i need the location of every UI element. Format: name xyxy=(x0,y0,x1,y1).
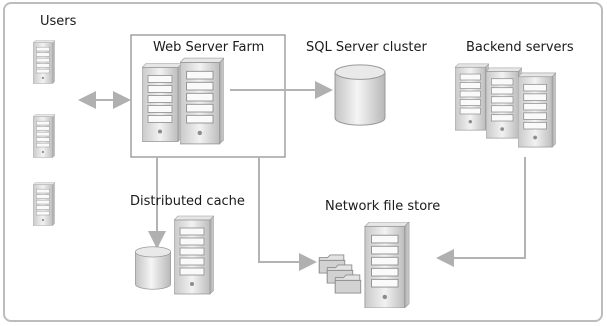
web-server-icon-1 xyxy=(142,62,182,143)
label-sql-server-cluster: SQL Server cluster xyxy=(306,40,427,55)
cache-database-icon xyxy=(134,246,172,290)
user-server-icon-1 xyxy=(33,40,55,84)
sql-database-icon xyxy=(334,64,386,126)
file-store-server-icon xyxy=(364,222,410,308)
label-network-file-store: Network file store xyxy=(325,199,441,214)
web-server-icon-2 xyxy=(180,57,224,145)
user-server-icon-3 xyxy=(33,182,55,226)
folder-icon-3 xyxy=(334,274,362,294)
cache-server-icon xyxy=(174,215,214,295)
backend-server-icon-1 xyxy=(455,63,489,131)
backend-server-icon-3 xyxy=(518,72,556,148)
label-backend-servers: Backend servers xyxy=(466,40,574,55)
web-server-farm-box xyxy=(130,34,286,158)
backend-filestore-arrow xyxy=(436,157,526,267)
label-users: Users xyxy=(40,14,77,29)
webfarm-filestore-arrow xyxy=(258,157,317,271)
connectors xyxy=(78,81,526,271)
user-server-icon-2 xyxy=(33,114,55,158)
backend-server-icon-2 xyxy=(486,67,522,139)
label-distributed-cache: Distributed cache xyxy=(130,194,245,209)
label-web-server-farm: Web Server Farm xyxy=(153,40,265,55)
